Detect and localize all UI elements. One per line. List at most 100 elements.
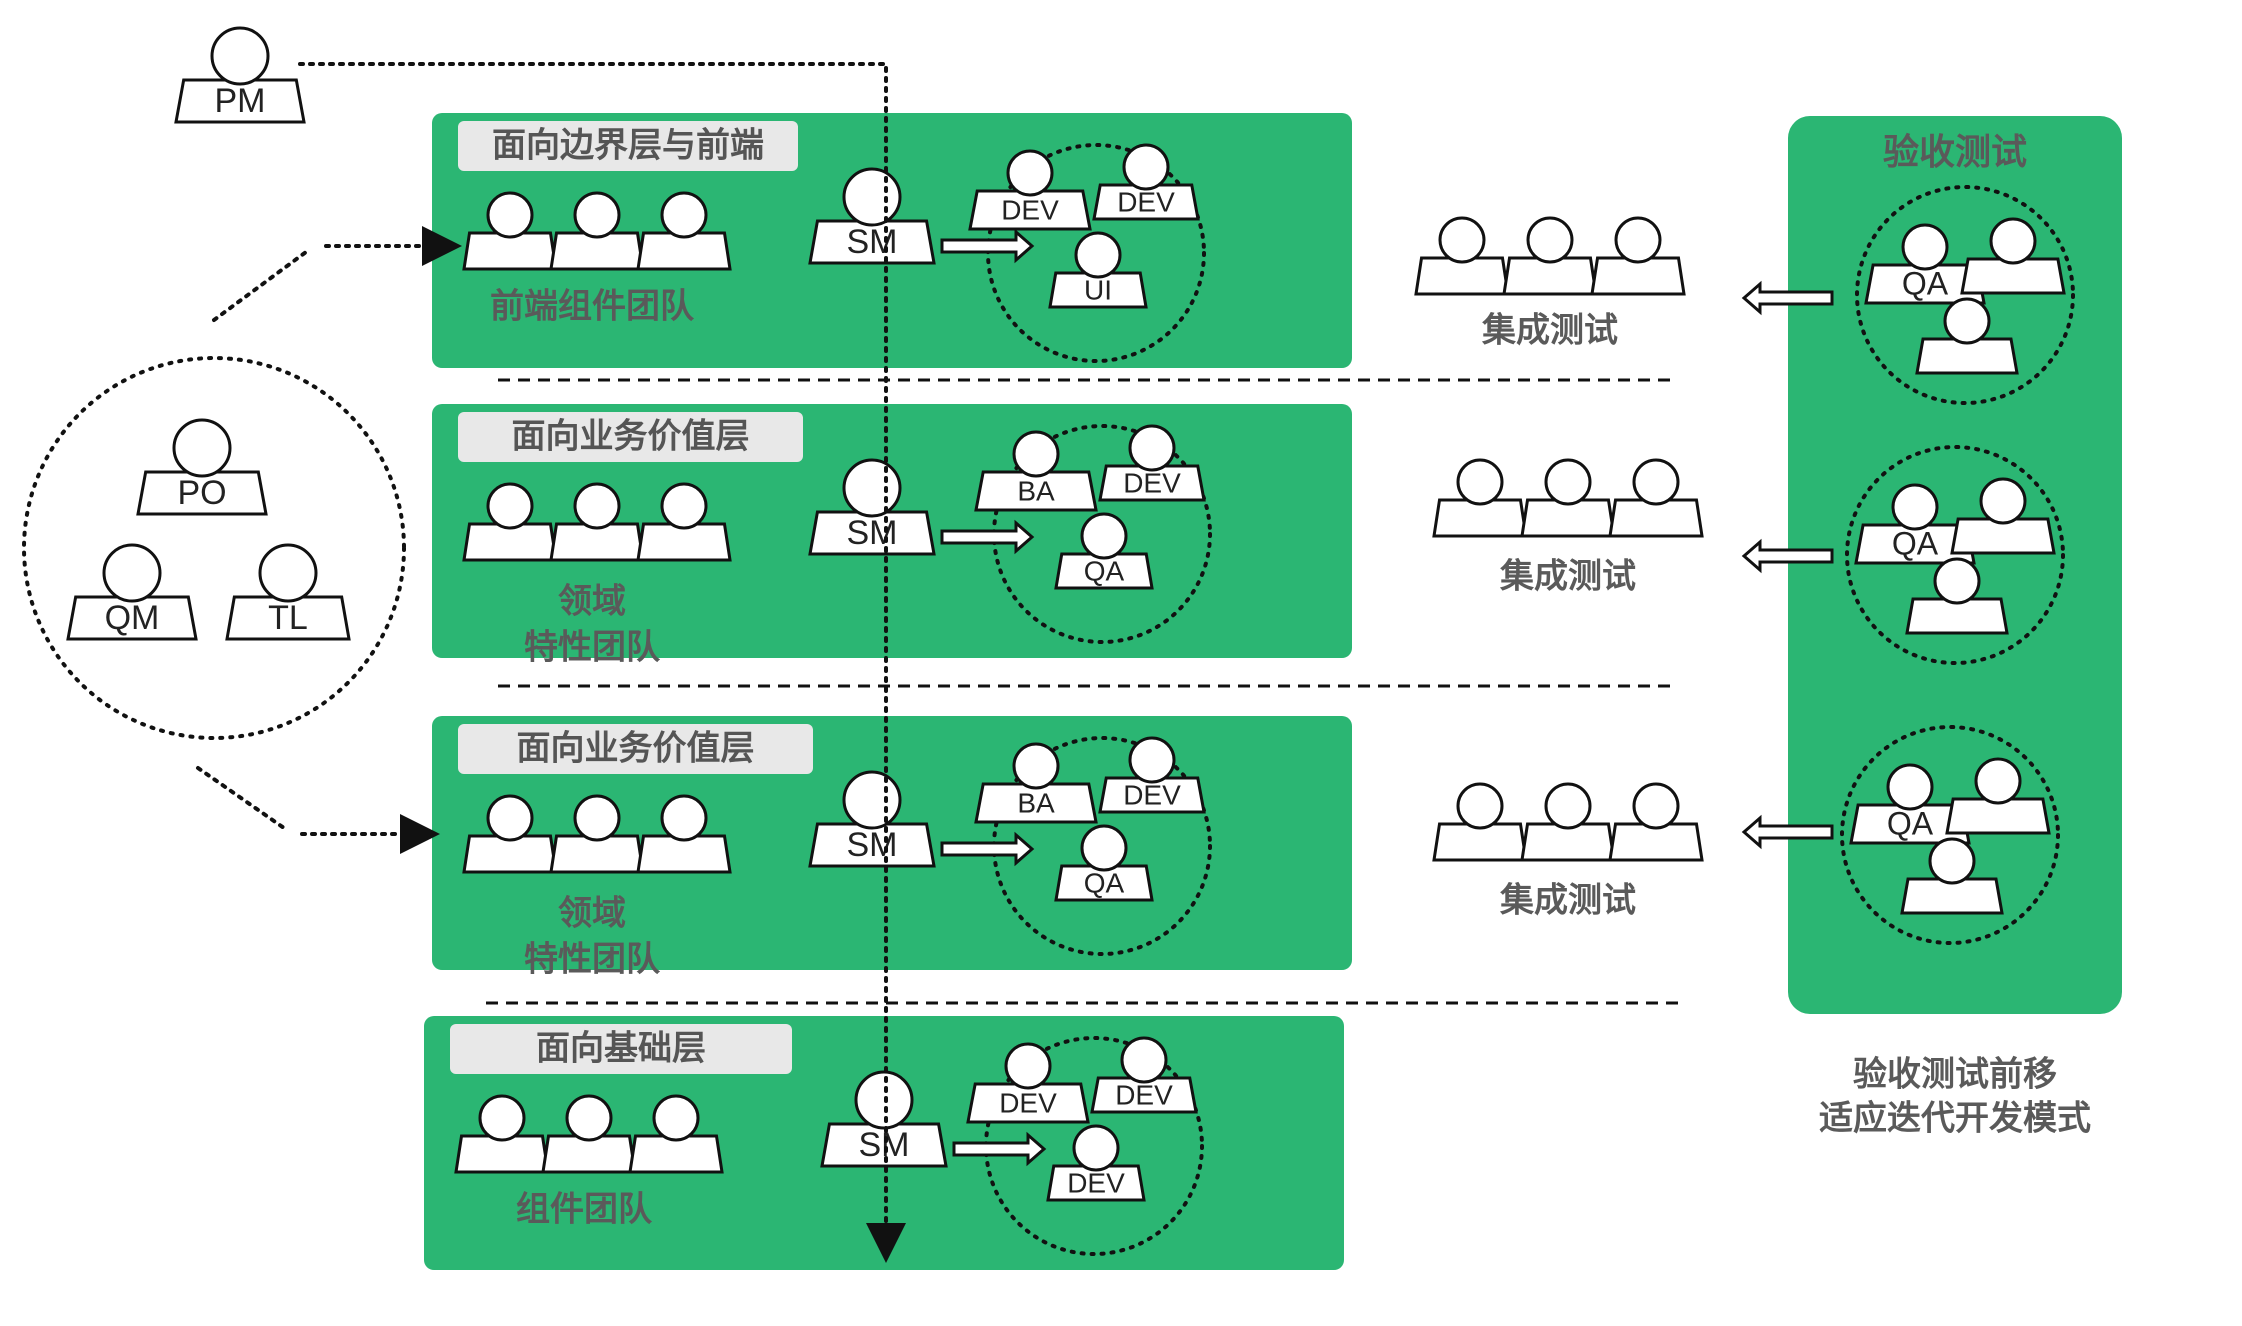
person-role-label: DEV bbox=[1123, 779, 1181, 810]
dotted-circle bbox=[22, 356, 406, 740]
team-name: 组件团队 bbox=[516, 1190, 653, 1230]
person-head bbox=[1456, 782, 1504, 830]
person-role-label: DEV bbox=[1067, 1167, 1125, 1198]
arrow-shape bbox=[1741, 280, 1834, 316]
integration-test-group: 集成测试 bbox=[1432, 782, 1704, 921]
person-body bbox=[1090, 1076, 1198, 1114]
person-role-label: DEV bbox=[1123, 467, 1181, 498]
person-head bbox=[573, 482, 621, 530]
dotted-circle-group bbox=[1840, 725, 2060, 945]
person-body bbox=[174, 78, 306, 124]
person-role-label: DEV bbox=[1115, 1079, 1173, 1110]
person-body bbox=[808, 219, 936, 265]
member-icon: BA bbox=[974, 742, 1098, 824]
team-member-icon bbox=[636, 482, 732, 562]
member-icon: DEV bbox=[1090, 1036, 1198, 1114]
integration-test-group: 集成测试 bbox=[1414, 216, 1686, 351]
team-member-icon bbox=[636, 794, 732, 874]
person-body bbox=[808, 510, 936, 556]
person-body bbox=[974, 470, 1098, 512]
arrow-shape bbox=[1741, 814, 1834, 850]
tester-icon bbox=[1432, 782, 1528, 862]
person-body bbox=[1864, 263, 1986, 305]
person-head bbox=[1614, 216, 1662, 264]
qa-group: QA bbox=[1845, 445, 2065, 665]
team-member-icon bbox=[628, 1094, 724, 1174]
person-body bbox=[66, 595, 198, 641]
person-body bbox=[820, 1122, 948, 1168]
person-head bbox=[210, 26, 270, 86]
qa-member-icon: QA bbox=[1854, 483, 1976, 565]
pm-reporting-line bbox=[298, 62, 906, 1263]
panel-tag bbox=[458, 724, 813, 774]
person-body bbox=[1092, 183, 1200, 221]
dotted-circle-group bbox=[1855, 185, 2075, 405]
person-head bbox=[1632, 782, 1680, 830]
person-role-label: QA bbox=[1887, 805, 1934, 841]
tester-icon bbox=[1520, 458, 1616, 538]
integration-test-label: 集成测试 bbox=[1481, 311, 1618, 351]
integration-test-label: 集成测试 bbox=[1499, 881, 1636, 921]
person-body bbox=[1098, 776, 1206, 814]
acceptance-test-panel: 验收测试 QA QA QA bbox=[1788, 116, 2122, 1014]
person-role-label: SM bbox=[847, 514, 898, 552]
person-body bbox=[1098, 464, 1206, 502]
person-head bbox=[1006, 149, 1054, 197]
connector bbox=[212, 250, 308, 322]
panel-tag-label: 面向业务价值层 bbox=[512, 417, 750, 457]
tester-icon bbox=[1502, 216, 1598, 296]
member-icon: UI bbox=[1048, 231, 1148, 309]
sm-to-team-arrow bbox=[940, 831, 1035, 867]
member-icon: BA bbox=[974, 430, 1098, 512]
person-head bbox=[1544, 782, 1592, 830]
person-head bbox=[486, 794, 534, 842]
person-head bbox=[1974, 757, 2022, 805]
acceptance-title: 验收测试 bbox=[1883, 132, 2027, 173]
member-icon: DEV bbox=[1046, 1124, 1146, 1202]
person-head bbox=[486, 482, 534, 530]
person-body bbox=[808, 822, 936, 868]
sm-to-team-arrow bbox=[940, 228, 1035, 264]
qa-group: QA bbox=[1840, 725, 2060, 945]
qa-group: QA bbox=[1855, 185, 2075, 405]
person-role-label: SM bbox=[847, 223, 898, 261]
tester-icon bbox=[1432, 458, 1528, 538]
team-member-icon bbox=[549, 794, 645, 874]
member-icon: DEV bbox=[968, 149, 1092, 231]
qa-member-icon: QA bbox=[1864, 223, 1986, 305]
member-icon: QA bbox=[1054, 512, 1154, 590]
person-head bbox=[1943, 297, 1991, 345]
sm-to-team-arrow bbox=[940, 519, 1035, 555]
acceptance-to-integration-arrow bbox=[1741, 814, 1834, 850]
person-role-label: QA bbox=[1902, 265, 1949, 301]
person-body bbox=[968, 189, 1092, 231]
person-role-label: QA bbox=[1084, 867, 1125, 898]
sm-to-team-arrow bbox=[952, 1131, 1047, 1167]
acceptance-note: 验收测试前移 bbox=[1853, 1055, 2057, 1095]
person-head bbox=[660, 794, 708, 842]
tester-icon bbox=[1520, 782, 1616, 862]
person-head bbox=[1080, 512, 1128, 560]
arrow-shape bbox=[1741, 538, 1834, 574]
person-role-label: PO bbox=[177, 474, 226, 512]
person-body bbox=[966, 1082, 1090, 1124]
person-head bbox=[1438, 216, 1486, 264]
person-role-label: SM bbox=[847, 826, 898, 864]
person-head bbox=[258, 543, 318, 603]
person-head bbox=[1886, 763, 1934, 811]
person-head bbox=[1979, 477, 2027, 525]
person-head bbox=[1074, 231, 1122, 279]
qa-member-icon bbox=[1905, 557, 2009, 635]
tester-icon bbox=[1608, 458, 1704, 538]
person-head bbox=[1072, 1124, 1120, 1172]
panel-tag-label: 面向业务价值层 bbox=[517, 729, 755, 769]
team-member-icon bbox=[549, 482, 645, 562]
integration-test-group: 集成测试 bbox=[1432, 458, 1704, 597]
pm-icon: PM bbox=[174, 26, 306, 124]
person-body bbox=[136, 470, 268, 516]
panel-tag-label: 面向边界层与前端 bbox=[492, 126, 764, 166]
person-role-label: DEV bbox=[1117, 186, 1175, 217]
qa-member-icon: QA bbox=[1849, 763, 1971, 845]
